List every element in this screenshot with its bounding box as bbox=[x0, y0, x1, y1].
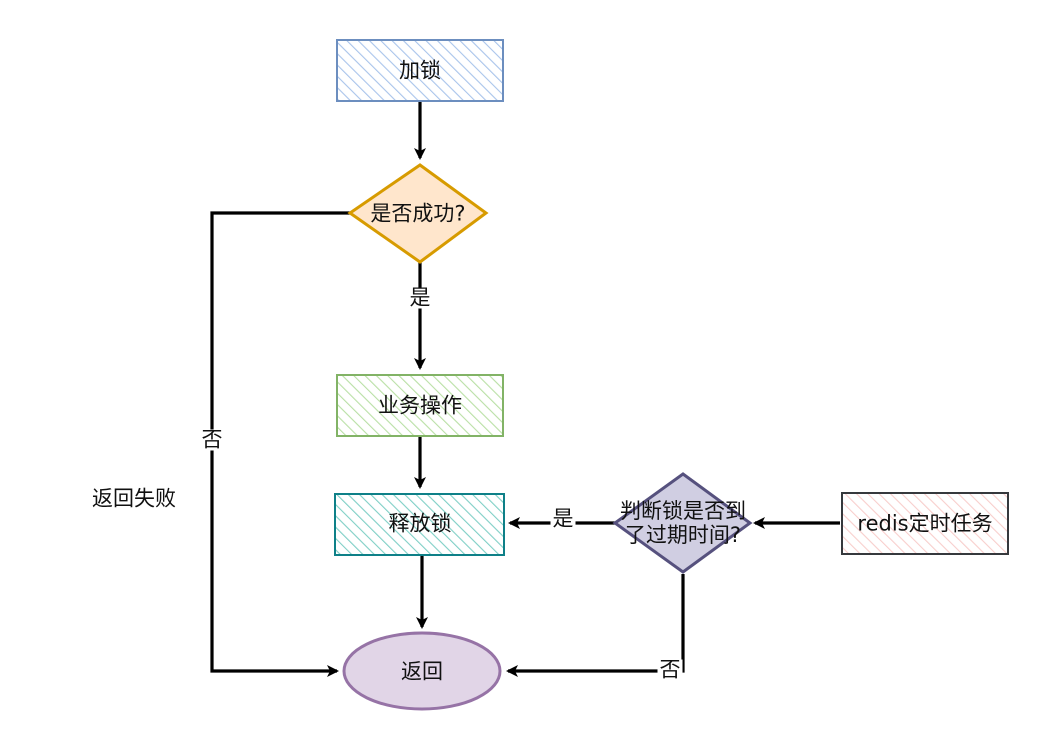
edge-expired-no-to-return bbox=[506, 574, 685, 677]
edge-check-no-to-return bbox=[210, 211, 350, 677]
edge-label-expired-no: 否 bbox=[657, 657, 683, 682]
node-release-lock bbox=[334, 493, 505, 556]
node-check-expired bbox=[612, 472, 753, 574]
edge-label-success-no: 否 bbox=[199, 427, 225, 452]
node-release-lock-label: 释放锁 bbox=[388, 511, 452, 536]
node-business-op-label: 业务操作 bbox=[378, 393, 462, 418]
node-redis-task-label: redis定时任务 bbox=[857, 511, 993, 536]
node-return-label: 返回 bbox=[401, 659, 443, 684]
node-business-op bbox=[336, 374, 504, 437]
edge-label-success-yes: 是 bbox=[407, 285, 433, 310]
node-lock-label: 加锁 bbox=[399, 58, 441, 83]
node-redis-task bbox=[841, 492, 1009, 555]
node-lock bbox=[336, 39, 504, 102]
node-return bbox=[342, 631, 502, 711]
edges bbox=[210, 101, 840, 677]
node-check-expired-label: 判断锁是否到了过期时间? bbox=[620, 498, 746, 547]
node-check-success-label: 是否成功? bbox=[370, 201, 466, 226]
edge-label-expired-yes: 是 bbox=[550, 506, 576, 531]
node-check-success bbox=[347, 163, 489, 264]
annotation-return-fail: 返回失败 bbox=[92, 486, 176, 511]
